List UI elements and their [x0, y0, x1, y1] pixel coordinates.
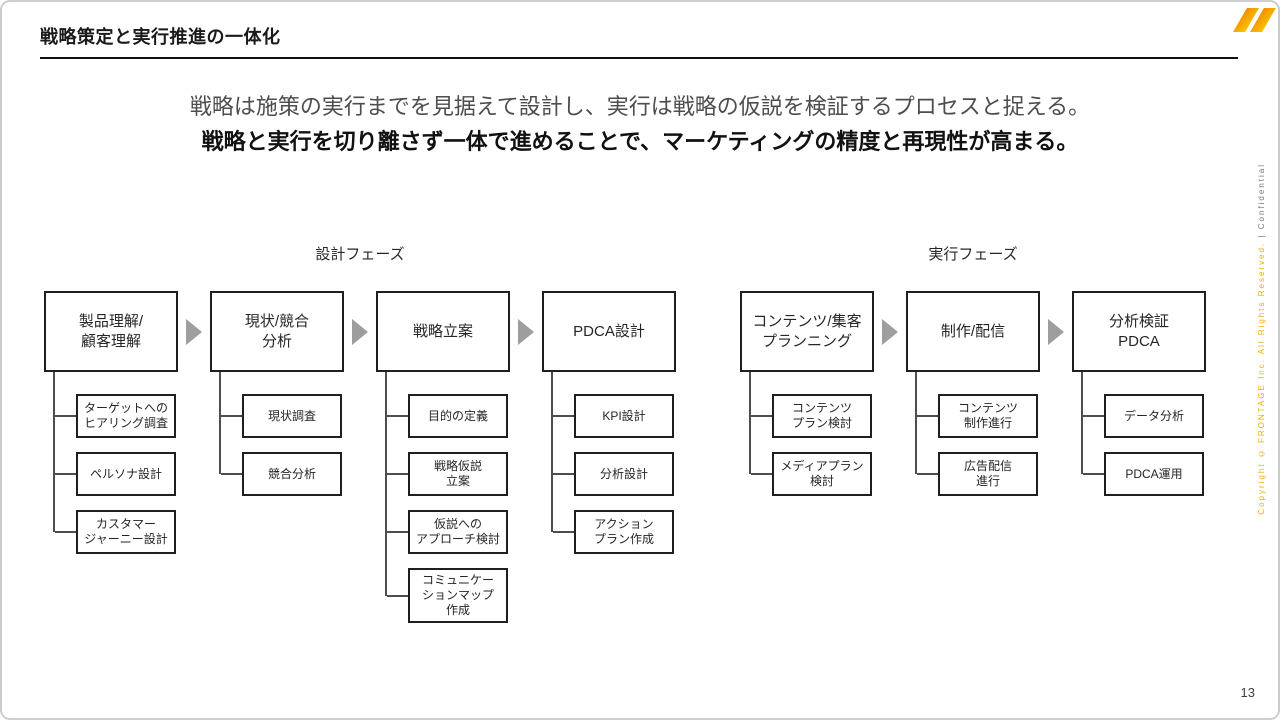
- sub-task-box: ペルソナ設計: [55, 452, 176, 496]
- process-column: 製品理解/ 顧客理解ターゲットへの ヒアリング調査ペルソナ設計カスタマー ジャー…: [44, 291, 178, 554]
- main-step-box: 製品理解/ 顧客理解: [44, 291, 178, 372]
- page-title: 戦略策定と実行推進の一体化: [40, 27, 281, 47]
- sub-task-box: データ分析: [1083, 394, 1204, 438]
- sub-task-box: PDCA運用: [1083, 452, 1204, 496]
- lead-line-2: 戦略と実行を切り離さず一体で進めることで、マーケティングの精度と再現性が高まる。: [201, 129, 1079, 154]
- sub-task-list: KPI設計分析設計アクション プラン作成: [553, 394, 676, 554]
- sub-task-box: アクション プラン作成: [553, 510, 674, 554]
- sub-task-box: ターゲットへの ヒアリング調査: [55, 394, 176, 438]
- main-step-box: 現状/競合 分析: [210, 291, 344, 372]
- sub-task-box: 広告配信 進行: [917, 452, 1038, 496]
- sub-task-box: メディアプラン 検討: [751, 452, 872, 496]
- flow-arrow-icon: [1048, 319, 1064, 345]
- sub-task-box: 競合分析: [221, 452, 342, 496]
- connector-line: [1081, 372, 1083, 474]
- process-flow-diagram: 設計フェーズ製品理解/ 顧客理解ターゲットへの ヒアリング調査ペルソナ設計カスタ…: [44, 245, 1206, 623]
- confidential-text: | Confidential: [1257, 163, 1266, 243]
- lead-line-1: 戦略は施策の実行までを見据えて設計し、実行は戦略の仮説を検証するプロセスと捉える…: [189, 94, 1091, 119]
- flow-arrow-icon: [518, 319, 534, 345]
- main-step-box: 制作/配信: [906, 291, 1040, 372]
- process-column: 現状/競合 分析現状調査競合分析: [210, 291, 344, 496]
- slide-header: 戦略策定と実行推進の一体化: [40, 23, 1238, 59]
- phase-row: 製品理解/ 顧客理解ターゲットへの ヒアリング調査ペルソナ設計カスタマー ジャー…: [44, 291, 676, 623]
- process-column: 制作/配信コンテンツ 制作進行広告配信 進行: [906, 291, 1040, 496]
- arrow-gap: [344, 291, 376, 372]
- sub-task-box: 戦略仮説 立案: [387, 452, 508, 496]
- phase-label: 設計フェーズ: [315, 246, 405, 263]
- lead-message: 戦略は施策の実行までを見据えて設計し、実行は戦略の仮説を検証するプロセスと捉える…: [2, 94, 1278, 155]
- copyright-vertical-text: Copyright © FRONTAGE Inc. All Rights Res…: [1256, 163, 1268, 515]
- sub-task-box: カスタマー ジャーニー設計: [55, 510, 176, 554]
- sub-task-list: コンテンツ 制作進行広告配信 進行: [917, 394, 1040, 496]
- sub-task-list: 現状調査競合分析: [221, 394, 344, 496]
- frontage-logo-icon: [1233, 8, 1276, 32]
- sub-task-list: コンテンツ プラン検討メディアプラン 検討: [751, 394, 874, 496]
- main-step-box: コンテンツ/集客 プランニング: [740, 291, 874, 372]
- process-column: PDCA設計 KPI設計分析設計アクション プラン作成: [542, 291, 676, 554]
- process-column: コンテンツ/集客 プランニングコンテンツ プラン検討メディアプラン 検討: [740, 291, 874, 496]
- connector-line: [219, 372, 221, 474]
- connector-line: [915, 372, 917, 474]
- sub-task-box: 分析設計: [553, 452, 674, 496]
- process-column: 戦略立案目的の定義戦略仮説 立案仮説への アプローチ検討コミュニケー ションマッ…: [376, 291, 510, 623]
- phase-group: 設計フェーズ製品理解/ 顧客理解ターゲットへの ヒアリング調査ペルソナ設計カスタ…: [44, 245, 676, 623]
- flow-arrow-icon: [352, 319, 368, 345]
- sub-task-box: コンテンツ 制作進行: [917, 394, 1038, 438]
- page-number: 13: [1240, 685, 1255, 700]
- sub-task-list: 目的の定義戦略仮説 立案仮説への アプローチ検討コミュニケー ションマップ 作成: [387, 394, 510, 623]
- sub-task-list: ターゲットへの ヒアリング調査ペルソナ設計カスタマー ジャーニー設計: [55, 394, 178, 554]
- main-step-box: PDCA設計: [542, 291, 676, 372]
- main-step-box: 戦略立案: [376, 291, 510, 372]
- sub-task-box: 目的の定義: [387, 394, 508, 438]
- flow-arrow-icon: [882, 319, 898, 345]
- arrow-gap: [874, 291, 906, 372]
- process-column: 分析検証 PDCA データ分析 PDCA運用: [1072, 291, 1206, 496]
- flow-arrow-icon: [186, 319, 202, 345]
- connector-line: [53, 372, 55, 532]
- sub-task-box: KPI設計: [553, 394, 674, 438]
- arrow-gap: [178, 291, 210, 372]
- phase-label: 実行フェーズ: [928, 246, 1018, 263]
- sub-task-box: 現状調査: [221, 394, 342, 438]
- arrow-gap: [1040, 291, 1072, 372]
- sub-task-box: 仮説への アプローチ検討: [387, 510, 508, 554]
- connector-line: [749, 372, 751, 474]
- main-step-box: 分析検証 PDCA: [1072, 291, 1206, 372]
- sub-task-list: データ分析 PDCA運用: [1083, 394, 1206, 496]
- arrow-gap: [510, 291, 542, 372]
- sub-task-box: コンテンツ プラン検討: [751, 394, 872, 438]
- copyright-text: Copyright © FRONTAGE Inc. All Rights Res…: [1257, 242, 1266, 515]
- phase-group: 実行フェーズコンテンツ/集客 プランニングコンテンツ プラン検討メディアプラン …: [740, 245, 1206, 496]
- connector-line: [551, 372, 553, 532]
- phase-row: コンテンツ/集客 プランニングコンテンツ プラン検討メディアプラン 検討制作/配…: [740, 291, 1206, 496]
- sub-task-box: コミュニケー ションマップ 作成: [387, 568, 508, 623]
- connector-line: [385, 372, 387, 596]
